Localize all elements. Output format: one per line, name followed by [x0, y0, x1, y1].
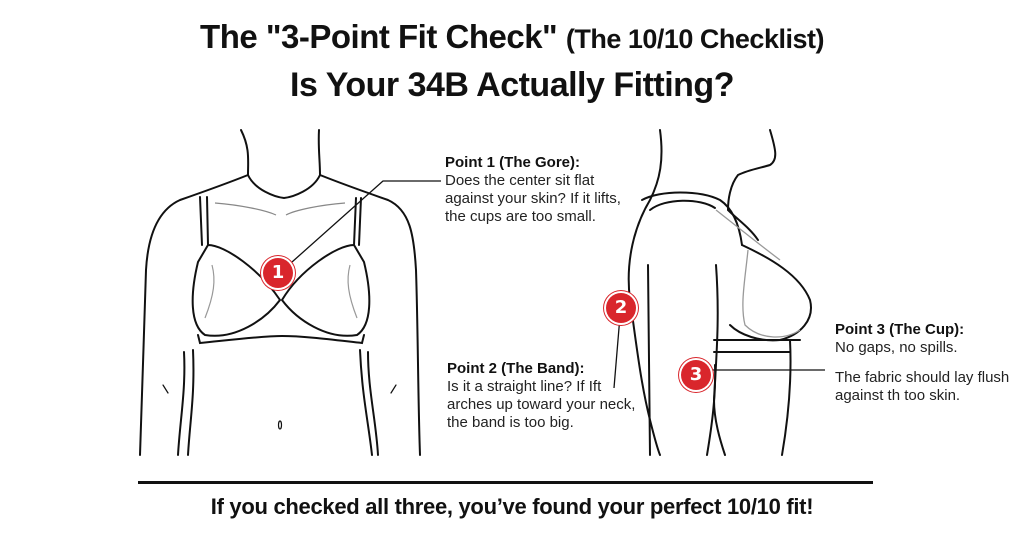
- point-2-heading: Point 2 (The Band):: [447, 360, 585, 377]
- point-3-heading: Point 3 (The Cup):: [835, 321, 965, 338]
- marker-1-badge: 1: [263, 258, 293, 288]
- page-subtitle: Is Your 34B Actually Fitting?: [290, 66, 734, 104]
- point-3-note: Point 3 (The Cup): No gaps, no spills. T…: [835, 321, 1020, 405]
- point-1-heading: Point 1 (The Gore):: [445, 154, 580, 171]
- front-torso-illustration: [139, 129, 421, 456]
- point-2-text: Is it a straight line? If Ift arches up …: [447, 378, 636, 431]
- marker-3-badge: 3: [681, 360, 711, 390]
- page-title: The "3-Point Fit Check" (The 10/10 Check…: [0, 18, 1024, 56]
- divider-line: [138, 481, 873, 484]
- point-1-note: Point 1 (The Gore): Does the center sit …: [445, 154, 635, 226]
- point-3-text-a: No gaps, no spills.: [835, 339, 958, 356]
- side-profile-illustration: [627, 129, 812, 456]
- point-1-text: Does the center sit flat against your sk…: [445, 172, 621, 225]
- callout-line-1: [291, 180, 441, 263]
- marker-2-badge: 2: [606, 293, 636, 323]
- title-main: The "3-Point Fit Check": [200, 18, 558, 55]
- callout-line-2: [613, 315, 621, 389]
- collarbone-lines: [204, 202, 358, 319]
- footer-text: If you checked all three, you’ve found y…: [210, 494, 814, 519]
- bra-cup-outline-side: [715, 209, 801, 338]
- point-3-text-b: The fabric should lay flush against th t…: [835, 369, 1010, 404]
- title-sub: (The 10/10 Checklist): [565, 24, 825, 54]
- point-2-note: Point 2 (The Band): Is it a straight lin…: [447, 360, 637, 432]
